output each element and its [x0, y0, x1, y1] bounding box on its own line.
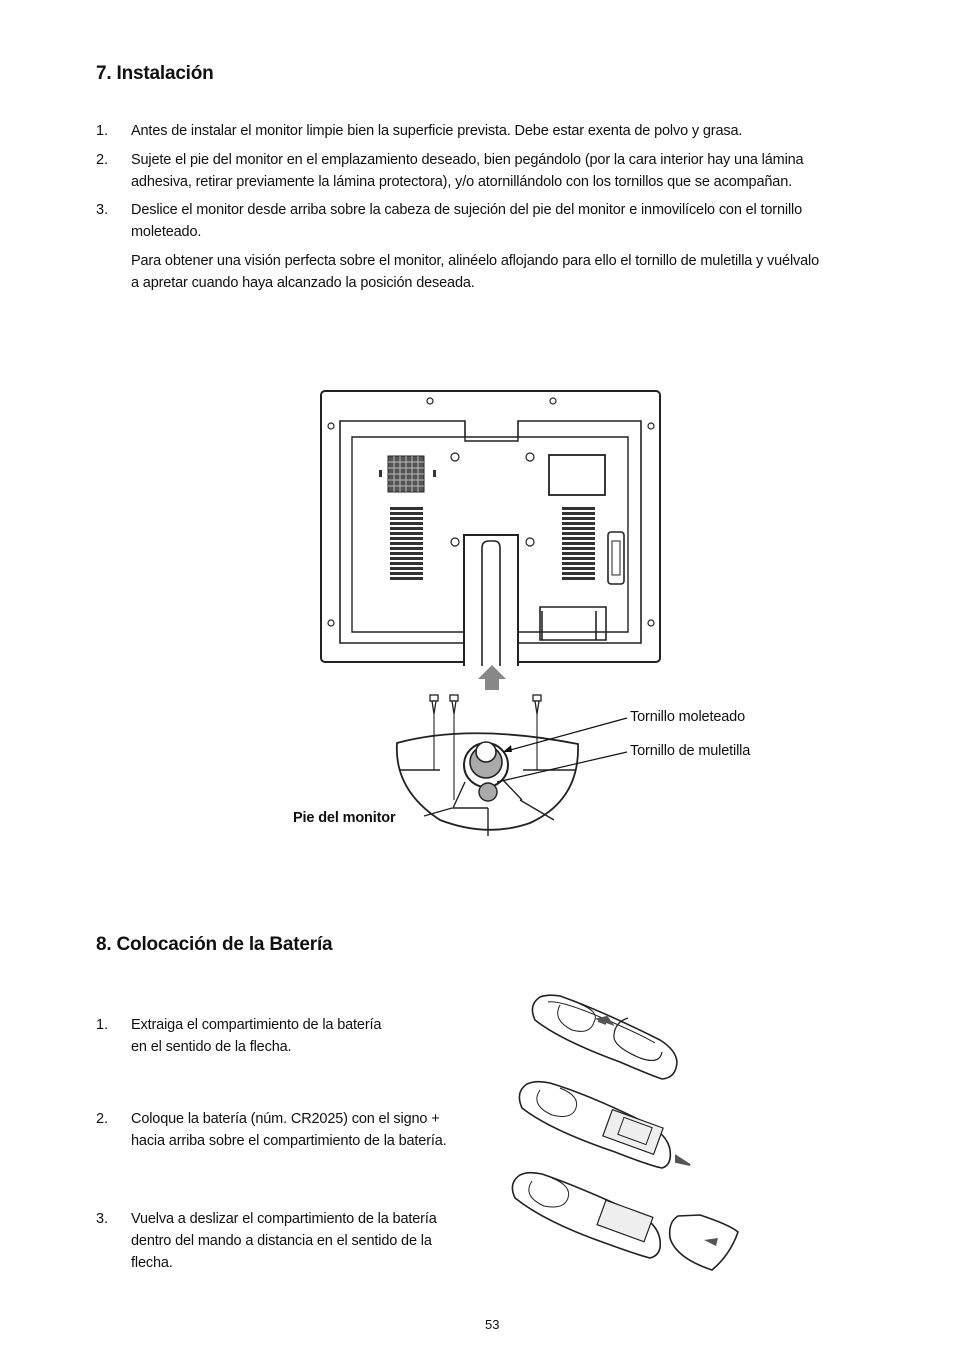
section-7-title: 7. Instalación	[96, 63, 214, 84]
remote-step-3	[511, 1171, 739, 1271]
remote-step-1	[531, 994, 678, 1080]
remote-step-2	[518, 1080, 672, 1169]
step-number: 2.	[96, 1111, 109, 1127]
note-line: Para obtener una visión perfecta sobre e…	[131, 253, 820, 269]
monitor-back-illustration	[320, 390, 661, 836]
step-number: 3.	[96, 202, 109, 218]
step-text-line: dentro del mando a distancia en el senti…	[131, 1233, 432, 1249]
step-text-line: Extraiga el compartimiento de la batería	[131, 1017, 382, 1033]
step-text-line: hacia arriba sobre el compartimiento de …	[131, 1133, 447, 1149]
section-8-title: 8. Colocación de la Batería	[96, 934, 333, 955]
step-text: Antes de instalar el monitor limpie bien…	[131, 123, 743, 139]
knurled-screw-label: Tornillo moleteado	[630, 709, 745, 725]
step-text-line: Coloque la batería (núm. CR2025) con el …	[131, 1111, 440, 1127]
monitor-stand-label: Pie del monitor	[293, 810, 396, 826]
note-line: a apretar cuando haya alcanzado la posic…	[131, 275, 475, 291]
step-text-line: moleteado.	[131, 224, 202, 240]
step-text-line: en el sentido de la flecha.	[131, 1039, 292, 1055]
step-text-line: flecha.	[131, 1255, 173, 1271]
step-text-line: Deslice el monitor desde arriba sobre la…	[131, 202, 803, 218]
step-number: 3.	[96, 1211, 109, 1227]
step-number: 2.	[96, 152, 109, 168]
page-number: 53	[485, 1317, 500, 1332]
step-number: 1.	[96, 123, 109, 139]
step-number: 1.	[96, 1017, 109, 1033]
wing-screw-label: Tornillo de muletilla	[630, 743, 751, 759]
step-text-line: adhesiva, retirar previamente la lámina …	[131, 174, 792, 190]
remote-illustrations	[511, 994, 739, 1271]
step-text-line: Vuelva a deslizar el compartimiento de l…	[131, 1211, 437, 1227]
step-text-line: Sujete el pie del monitor en el emplazam…	[131, 152, 804, 168]
